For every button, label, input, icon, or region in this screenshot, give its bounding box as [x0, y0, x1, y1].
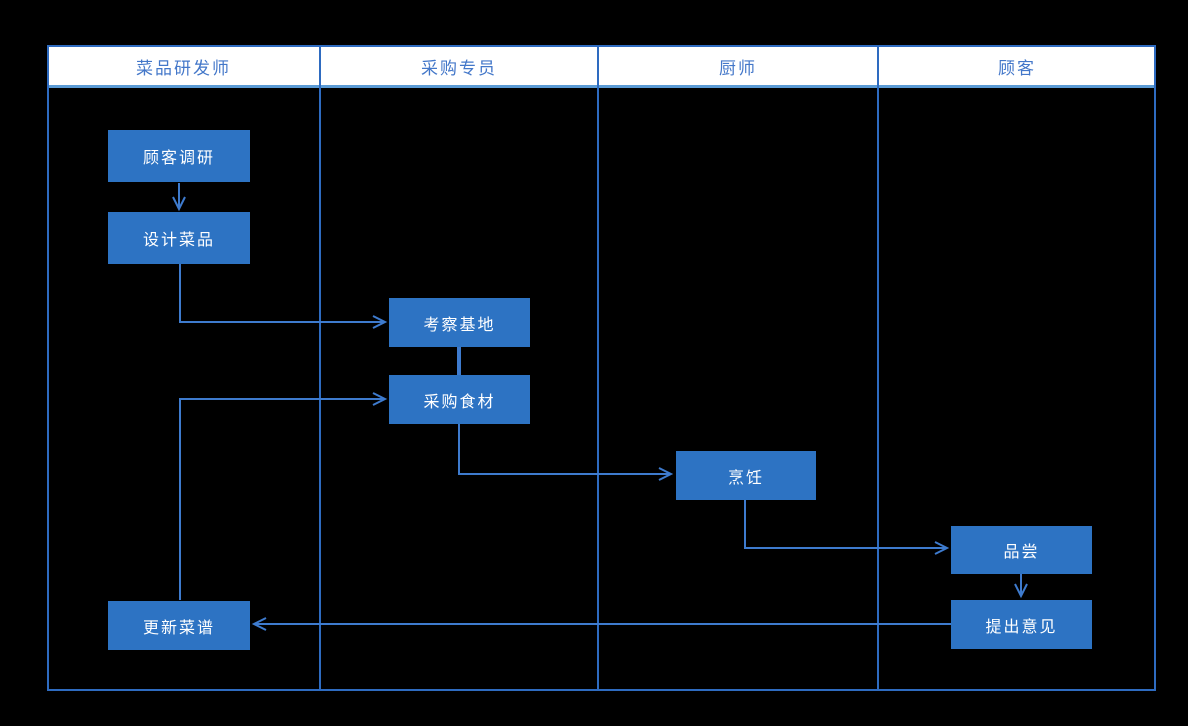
node-customer-research: 顾客调研 [108, 130, 250, 182]
lane-header-purchaser: 采购专员 [421, 58, 497, 78]
lane-divider-1 [319, 45, 321, 691]
header-underline [47, 85, 1156, 88]
lane-header-chef: 厨师 [719, 58, 757, 78]
node-give-feedback: 提出意见 [951, 600, 1092, 649]
node-tasting: 品尝 [951, 526, 1092, 574]
lane-header-dish-developer: 菜品研发师 [136, 58, 231, 78]
node-inspect-base: 考察基地 [389, 298, 530, 347]
node-purchase-food: 采购食材 [389, 375, 530, 424]
lane-divider-2 [597, 45, 599, 691]
node-update-recipe: 更新菜谱 [108, 601, 250, 650]
diagram-outer-border [47, 45, 1156, 691]
node-cooking: 烹饪 [676, 451, 816, 500]
node-design-dish: 设计菜品 [108, 212, 250, 264]
lane-divider-3 [877, 45, 879, 691]
swimlane-header-strip [47, 45, 1156, 87]
lane-header-customer: 顾客 [998, 58, 1036, 78]
